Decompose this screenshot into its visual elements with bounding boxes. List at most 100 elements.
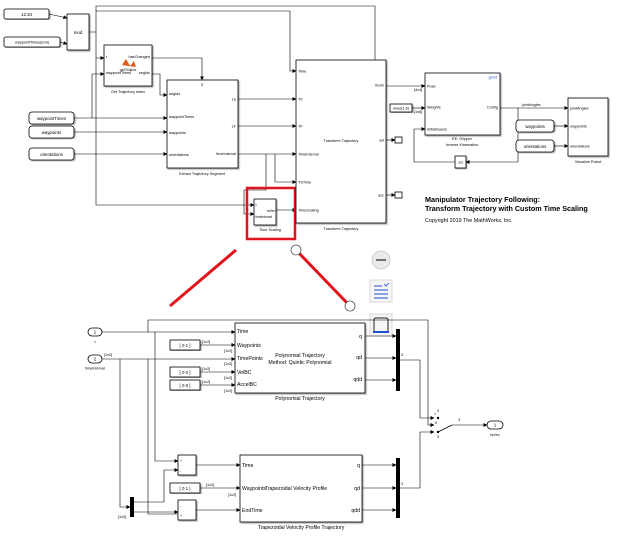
trap-waypoints-constant-label: [ 0 1 ] (180, 486, 191, 491)
switch-block[interactable]: > 0 (434, 412, 453, 434)
trap-mux-bar[interactable] (396, 458, 400, 518)
poly-center-label-2: Method: Quintic Polynomial (268, 360, 331, 366)
poly-waypoints-constant[interactable]: [ 0 1 ] (169, 339, 201, 351)
switch-label-zero: 0 (435, 421, 437, 425)
poly-center-label-1: Polynomial Trajectory (275, 353, 325, 359)
viz-port-orientations: orientations (570, 145, 590, 149)
transform-port-time-interval: TimeInterval (298, 153, 319, 157)
inport-t[interactable]: 1 (87, 327, 103, 337)
collapse-button[interactable] (371, 250, 391, 270)
joint-angles-signal-label: jointAngles (521, 103, 541, 107)
trap-waypoints-in-dim: [1x2] (228, 493, 236, 497)
extract-trajectory-segment-block[interactable]: segIdx waypointTimes waypoints orientati… (166, 79, 239, 169)
zoom-line-right (294, 248, 352, 308)
transform-trajectory-block[interactable]: Time T0 TF TimeInterval TSTime TimeScali… (295, 59, 387, 224)
demux-bar[interactable] (130, 497, 134, 517)
switch-in-width-1: 3 (437, 435, 439, 439)
time-scaling-block[interactable]: t timeInterval tsVec (253, 198, 277, 226)
get-traj-idx-port-t: t (106, 55, 108, 59)
transform-port-t0: T0 (298, 98, 302, 102)
weights-constant-block[interactable]: ones(1,6) (389, 103, 413, 113)
get-traj-idx-port-seg-idx: segIdx (139, 71, 150, 75)
diagram-heading-line1: Manipulator Trajectory Following: (425, 195, 540, 204)
area-button[interactable] (369, 313, 393, 337)
viz-port-joint-angles: jointAngles (569, 107, 589, 111)
poly-vel-in-dim: [1x2] (224, 376, 232, 380)
zoom-handle-bottom[interactable] (344, 300, 356, 312)
trapezoidal-trajectory-title: Trapezoidal Velocity Profile Trajectory (258, 525, 345, 531)
weights-constant-label: ones(1,6) (393, 107, 410, 111)
poly-port-qdd: qdd (353, 377, 362, 383)
inport-time-interval-label: timeInterval (85, 367, 105, 371)
mod-label: mod (74, 30, 83, 35)
trapezoidal-trajectory-block[interactable]: Time Waypoints EndTime q qd qdd Trapezoi… (239, 454, 363, 523)
outport-label: tsVec (490, 433, 499, 437)
extract-port-t0: T0 (232, 98, 236, 102)
poly-acc-in-dim: [1x2] (224, 389, 232, 393)
extract-port-orientations: orientations (169, 153, 189, 157)
waypoint-times-end-block[interactable]: waypointTimes(end) (3, 36, 61, 48)
time-scaling-port-ts-vec: tsVec (267, 209, 275, 213)
subtract-block-time[interactable]: + - (177, 454, 197, 476)
subtract-plus-sign: + (180, 459, 183, 463)
viz-waypoints-source[interactable]: waypoints (515, 119, 555, 133)
ik-port-pose: Pose (427, 85, 436, 89)
highlight-box (245, 186, 297, 241)
transform-port-time-scaling: TimeScaling (298, 209, 319, 213)
unit-delay-block[interactable]: 1/z (454, 155, 467, 169)
poly-port-waypoints: Waypoints (237, 343, 261, 349)
trap-mux-width: 3 (401, 482, 403, 486)
trap-waypoints-constant[interactable]: [ 0 1 ] (169, 482, 201, 494)
viz-port-waypoints: waypoints (570, 125, 587, 129)
poly-vel-constant[interactable]: [ 0 0 ] (169, 366, 201, 378)
waypoints-source-label: waypoints (42, 130, 62, 135)
subtract-block-end[interactable]: - + (177, 499, 197, 521)
ik-port-initial-guess: InitialGuess (427, 128, 447, 132)
extract-port-time-interval: timeInterval (216, 152, 236, 156)
inport2-dim: [1x2] (104, 353, 112, 357)
transform-port-time: Time (298, 70, 306, 74)
inport-t-number: 1 (94, 330, 97, 335)
extract-trajectory-segment-title: Extract Trajectory Segment (179, 172, 226, 176)
switch-in-width-2: 3 (437, 409, 439, 413)
zoom-handle-top[interactable] (290, 244, 302, 256)
trap-port-waypoints: Waypoints (242, 486, 266, 492)
poly-port-time-points: TimePoints (237, 356, 263, 362)
inport-t-label: t (94, 340, 96, 344)
viz-orientations-source[interactable]: orientations (515, 139, 555, 153)
clock-block[interactable]: 12:34 (3, 8, 50, 20)
poly-port-vel-bc: VelBC (237, 370, 252, 376)
get-trajectory-index-block[interactable]: t waypointTimes hasChanged segIdx getTra… (103, 44, 153, 87)
mod-block[interactable]: mod (66, 13, 90, 51)
poly-timepoints-in-dim: [1x2] (224, 362, 232, 366)
waypoint-times-source-label: waypointTimes (37, 116, 67, 121)
transform-center-label: Transform Trajectory (324, 139, 359, 143)
transform-port-ts-time: TSTime (298, 181, 311, 185)
terminator-vel[interactable] (394, 136, 403, 144)
waypoint-times-source[interactable]: waypointTimes (28, 111, 75, 125)
inverse-kinematics-block[interactable]: Pose Weights InitialGuess Config gen3 EE… (424, 72, 501, 141)
ik-robot-name: gen3 (489, 76, 497, 80)
poly-port-time: Time (237, 329, 248, 335)
waypoints-source[interactable]: waypoints (28, 125, 75, 139)
polynomial-trajectory-block[interactable]: Time Waypoints TimePoints VelBC AccelBC … (234, 322, 366, 394)
poly-acc-constant[interactable]: [ 0 0 ] (169, 379, 201, 391)
poly-waypoints-dim: [1x2] (202, 340, 210, 344)
outport-ts-vec[interactable]: 1 (486, 420, 504, 430)
copyright-text: Copyright 2019 The MathWorks, Inc. (425, 218, 513, 224)
poly-acc-dim: [1x2] (202, 380, 210, 384)
terminator-acc[interactable] (394, 191, 403, 199)
polynomial-trajectory-title: Polynomial Trajectory (275, 396, 325, 402)
poly-mux-width: 3 (401, 353, 403, 357)
poly-mux-bar[interactable] (396, 329, 400, 391)
transform-port-tform: tform (375, 84, 384, 88)
ik-weights-dim: [1x6] (414, 110, 422, 114)
orientations-source[interactable]: orientations (28, 147, 75, 161)
inport-time-interval[interactable]: 2 (87, 354, 103, 364)
time-scaling-port-t: t (256, 203, 258, 207)
poly-acc-constant-label: [ 0 0 ] (180, 383, 191, 388)
visualize-robot-block[interactable]: jointAngles waypoints orientations (567, 97, 609, 157)
annotation-button[interactable] (369, 279, 393, 303)
unit-delay-label: 1/z (458, 161, 463, 165)
